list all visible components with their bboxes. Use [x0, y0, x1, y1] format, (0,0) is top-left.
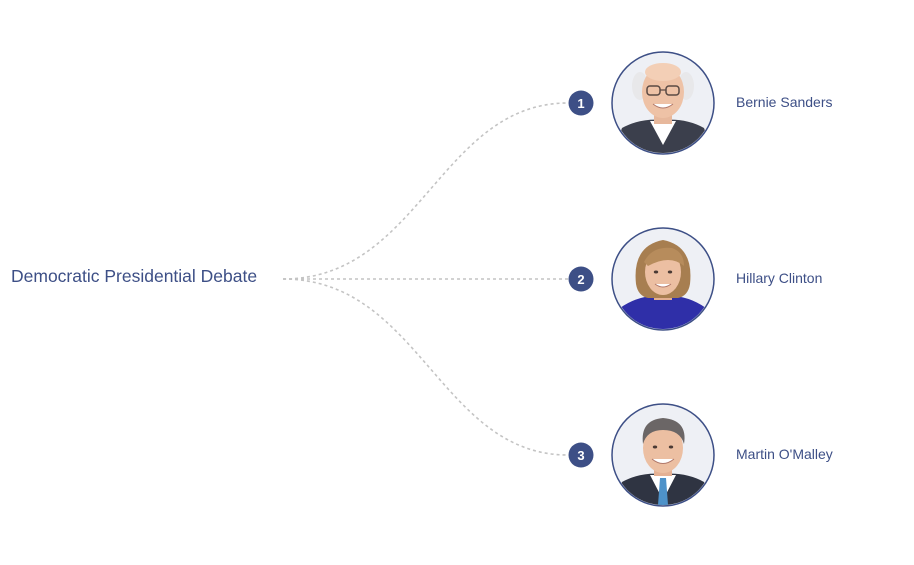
rank-badge-1: 1	[568, 90, 594, 116]
rank-badge-2: 2	[568, 266, 594, 292]
martin-omalley-portrait-icon	[611, 403, 715, 507]
connector-line-1	[282, 102, 569, 280]
root-label: Democratic Presidential Debate	[11, 266, 258, 286]
rank-number: 1	[577, 96, 584, 111]
connector-line-3	[282, 278, 569, 456]
bernie-sanders-portrait-icon	[611, 51, 715, 155]
rank-number: 2	[577, 272, 584, 287]
rank-number: 3	[577, 448, 584, 463]
hillary-clinton-portrait-icon	[611, 227, 715, 331]
candidate-name-2: Hillary Clinton	[736, 270, 823, 286]
rank-badge-3: 3	[568, 442, 594, 468]
candidate-name-3: Martin O'Malley	[736, 446, 833, 462]
candidate-name-1: Bernie Sanders	[736, 94, 833, 110]
